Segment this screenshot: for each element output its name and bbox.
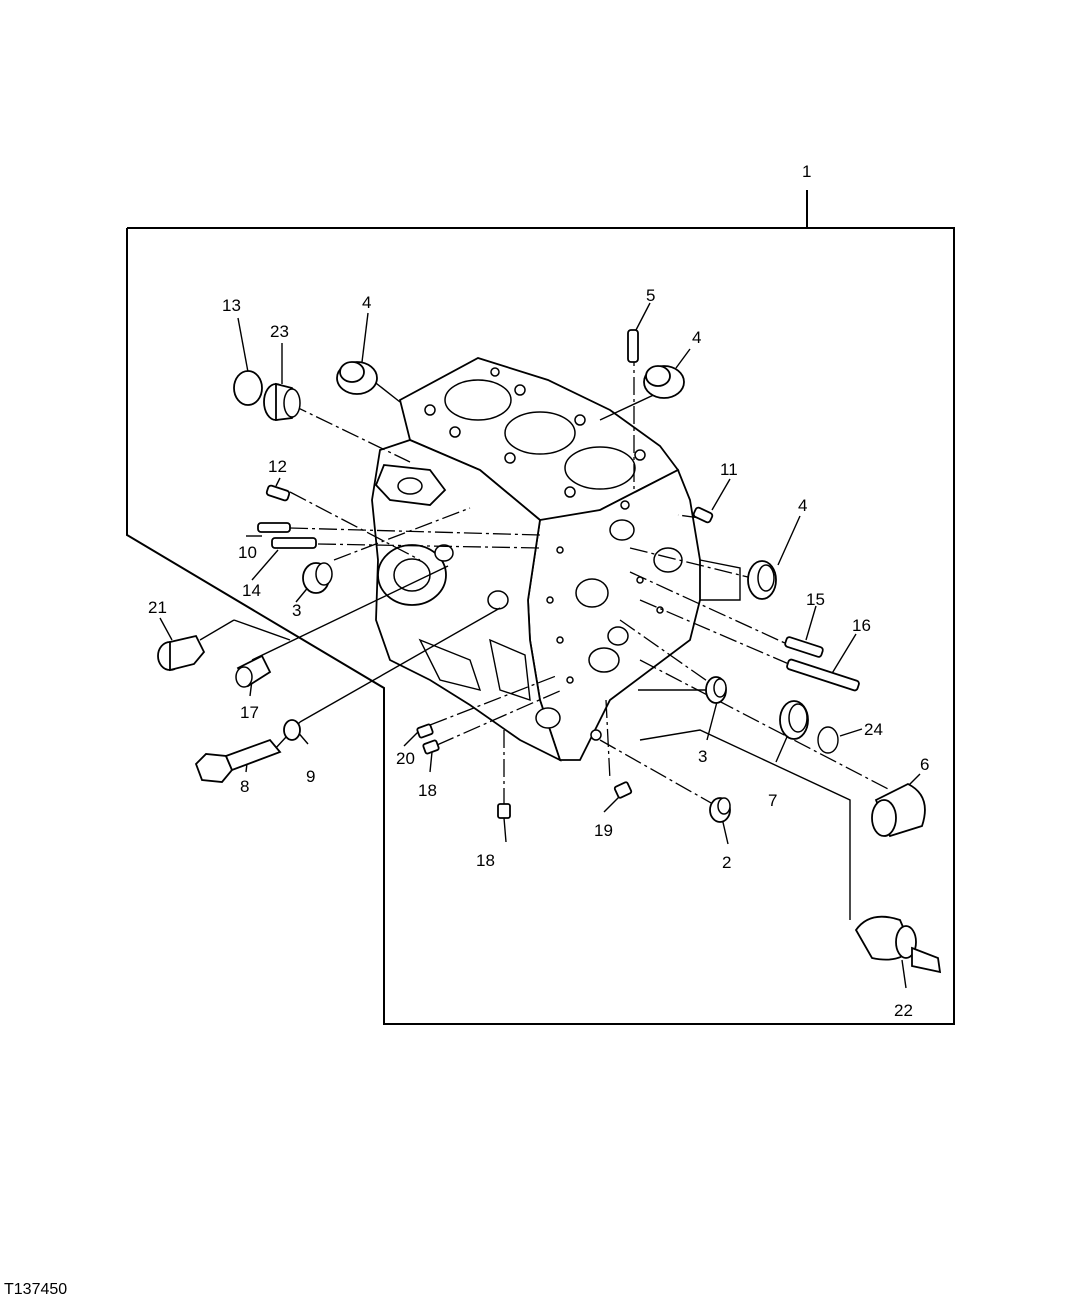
assembly-frame (126, 190, 955, 1025)
callout-6: 6 (920, 755, 929, 774)
bolt-8 (194, 738, 282, 783)
callout-15: 15 (806, 590, 825, 609)
stud-14 (271, 537, 317, 549)
plug-21 (157, 634, 206, 672)
pin-11 (692, 506, 714, 524)
callout-10: 10 (238, 543, 257, 562)
callout-5: 5 (646, 286, 655, 305)
callout-18a: 18 (418, 781, 437, 800)
callout-4a: 4 (362, 293, 371, 312)
callout-7: 7 (768, 791, 777, 810)
callout-14: 14 (242, 581, 261, 600)
stud-15 (784, 636, 824, 658)
snap-ring-24 (817, 726, 839, 754)
plug-4-left (336, 361, 378, 395)
callout-21: 21 (148, 598, 167, 617)
callout-4c: 4 (798, 496, 807, 515)
bearing-22 (854, 915, 942, 974)
callout-23: 23 (270, 322, 289, 341)
plug-18-lower (497, 803, 511, 819)
callout-1: 1 (802, 162, 811, 181)
callout-2: 2 (722, 853, 731, 872)
callout-13: 13 (222, 296, 241, 315)
plug-18-upper (422, 739, 440, 755)
o-ring-9 (283, 719, 301, 741)
callout-16: 16 (852, 616, 871, 635)
callout-11: 11 (720, 460, 738, 479)
bushing-3-center (705, 676, 727, 704)
plug-4-right (643, 365, 685, 399)
callout-4b: 4 (692, 328, 701, 347)
pin-10 (257, 522, 291, 533)
bushing-2 (709, 797, 731, 823)
callout-20: 20 (396, 749, 415, 768)
nipple-17 (235, 654, 272, 688)
callout-3a: 3 (292, 601, 301, 620)
callout-8: 8 (240, 777, 249, 796)
bushing-6 (871, 782, 926, 838)
plug-20 (416, 723, 434, 739)
ring-4-right (747, 560, 777, 600)
figure-id: T137450 (4, 1281, 68, 1298)
pin-5 (627, 329, 639, 363)
ring-7 (779, 700, 809, 740)
callout-18b: 18 (476, 851, 495, 870)
stud-16 (786, 658, 860, 692)
callout-3b: 3 (698, 747, 707, 766)
callout-19: 19 (594, 821, 613, 840)
callout-22: 22 (894, 1001, 913, 1020)
callout-labels: 1 13 23 4 5 4 12 11 4 10 14 3 21 15 16 1… (148, 162, 929, 1020)
plug-19 (613, 781, 633, 799)
callout-17: 17 (240, 703, 259, 722)
callout-12: 12 (268, 457, 287, 476)
cylinder-block (371, 357, 741, 762)
bearing-23 (263, 382, 301, 422)
seal-ring-13 (233, 370, 263, 406)
callout-24: 24 (864, 720, 883, 739)
bushing-3-left (302, 562, 333, 594)
parts (157, 329, 942, 974)
callout-9: 9 (306, 767, 315, 786)
pin-12 (265, 484, 291, 502)
